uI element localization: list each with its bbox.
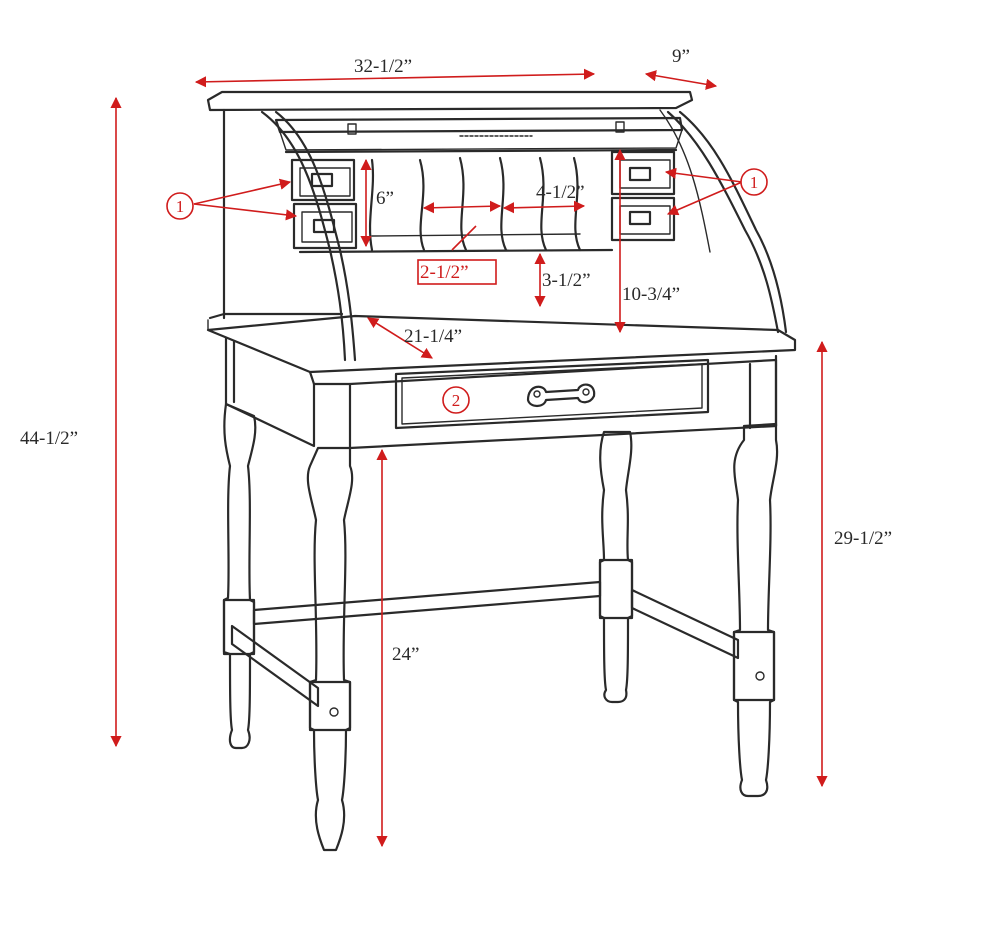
label-writing-depth: 21-1/4” <box>404 326 462 347</box>
label-desk-height: 29-1/2” <box>834 528 892 549</box>
dim-depth-line <box>644 70 718 90</box>
callout-1-left-text: 1 <box>176 197 185 216</box>
callout-1-left-circle <box>166 192 194 220</box>
hutch-left-side <box>222 108 357 362</box>
callout-1-right-arrow-a <box>664 167 743 183</box>
leg-back-right <box>598 430 634 704</box>
label-lower-cubby: 3-1/2” <box>542 270 591 291</box>
label-depth: 9” <box>672 46 690 67</box>
callout-1-right-arrow-b <box>666 181 743 216</box>
label-overall-width: 32-1/2” <box>354 56 412 77</box>
dim-slot-leader <box>451 225 477 251</box>
right-small-drawers <box>610 150 676 242</box>
dimension-lines <box>110 68 828 848</box>
dim-slot-width-line <box>422 200 502 214</box>
tambour-roll <box>274 116 684 151</box>
label-cubby-height: 6” <box>376 188 394 209</box>
hutch-right-side <box>659 109 788 334</box>
dimension-labels: 32-1/2” 9” 44-1/2” 29-1/2” 24” 21-1/4” 1… <box>20 46 892 665</box>
callout-1-left-arrow-a <box>193 178 292 205</box>
desk-apron <box>224 336 778 450</box>
callout-1-right: 1 <box>740 168 768 196</box>
label-knee-clearance: 24” <box>392 644 419 665</box>
leg-front-left <box>306 446 354 852</box>
label-cubby-width: 4-1/2” <box>536 182 585 203</box>
callout-2-circle <box>442 386 470 414</box>
slot-width-box <box>417 259 497 285</box>
dim-overall-width-line <box>194 68 596 88</box>
leg-front-right <box>732 422 779 798</box>
main-drawer <box>394 358 710 430</box>
callout-1-left-arrow-b <box>193 203 298 221</box>
label-slot-width: 2-1/2” <box>420 262 469 283</box>
callout-1-right-text: 1 <box>750 173 759 192</box>
top-cap <box>206 90 694 112</box>
callout-2-text: 2 <box>452 391 461 410</box>
label-overall-height: 44-1/2” <box>20 428 78 449</box>
callout-1-right-circle <box>740 168 768 196</box>
stretchers <box>230 580 740 708</box>
leg-back-left <box>222 402 257 750</box>
left-small-drawers <box>290 158 358 250</box>
label-hutch-opening: 10-3/4” <box>622 284 680 305</box>
dim-cubby-width-line <box>502 200 586 214</box>
callout-2: 2 <box>442 386 470 414</box>
dim-writing-depth-line <box>367 317 433 359</box>
callout-1-left: 1 <box>166 192 194 220</box>
